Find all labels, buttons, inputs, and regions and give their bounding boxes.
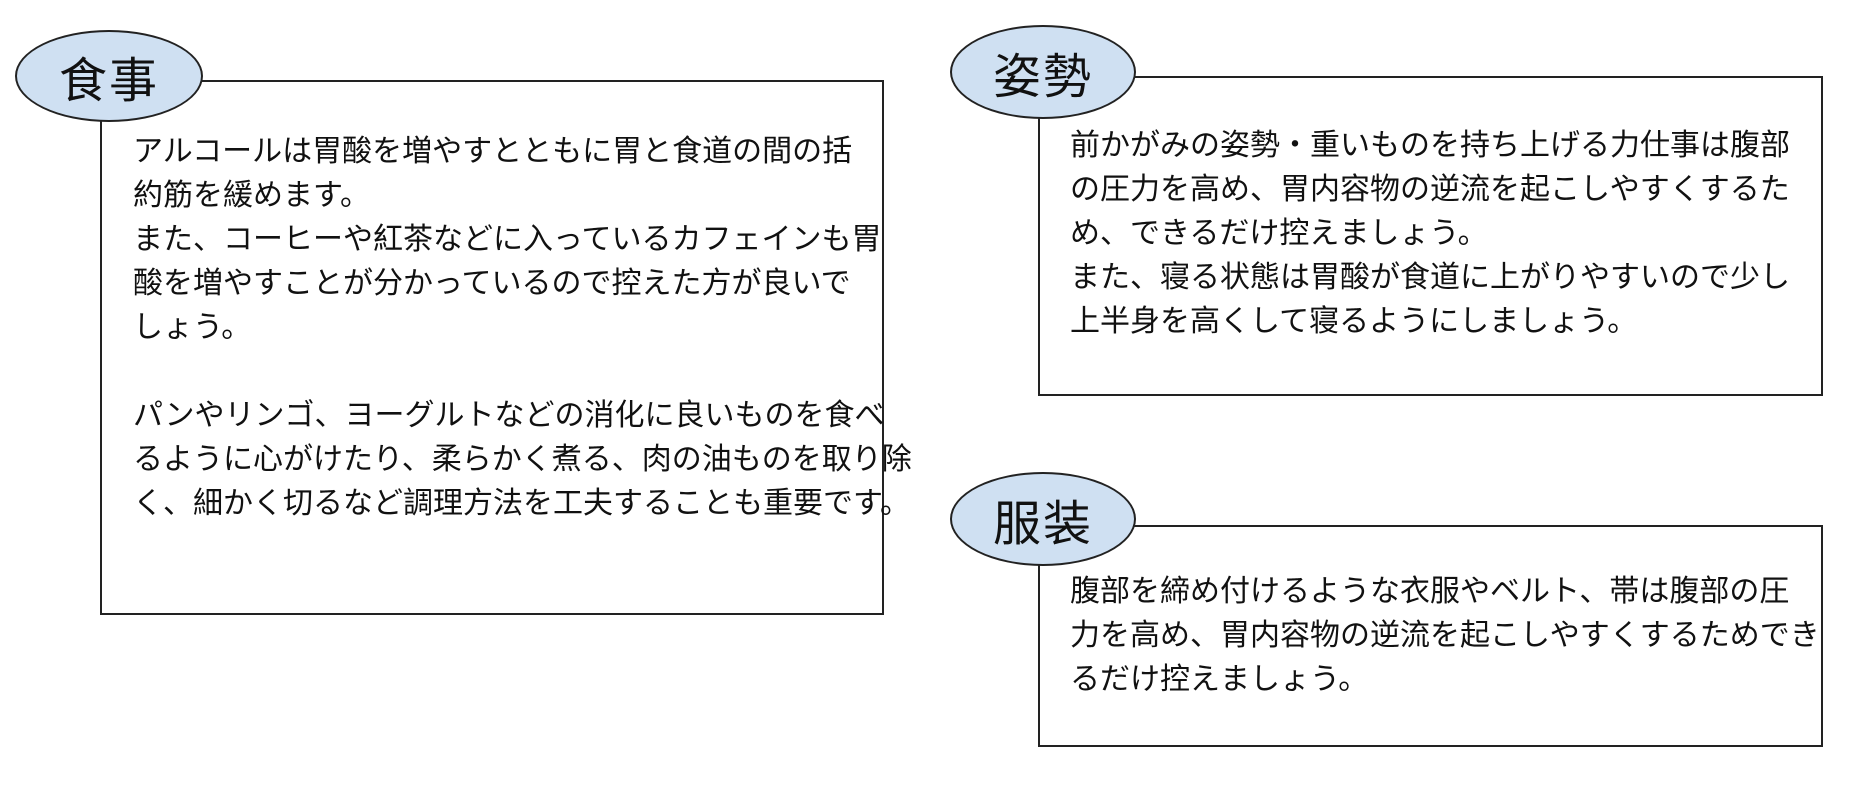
clothing-line: 力を高め、胃内容物の逆流を起こしやすくするためでき [1070,618,1820,653]
posture-line: 前かがみの姿勢・重いものを持ち上げる力仕事は腹部 [1070,128,1790,163]
clothing-title-badge: 服装 [950,472,1136,566]
clothing-box [1038,525,1823,747]
diet-body-text: アルコールは胃酸を増やすとともに胃と食道の間の括 約筋を緩めます。 また、コーヒ… [133,130,912,526]
diet-box [100,80,884,615]
posture-title-badge: 姿勢 [950,25,1136,119]
posture-box [1038,76,1823,396]
diet-line: るように心がけたり、柔らかく煮る、肉の油ものを取り除 [133,442,912,477]
clothing-title: 服装 [992,496,1093,552]
posture-box-top-border [1132,76,1821,78]
posture-line: め、できるだけ控えましょう。 [1070,216,1488,251]
diet-line: また、コーヒーや紅茶などに入っているカフェインも胃 [133,222,882,257]
diet-line: パンやリンゴ、ヨーグルトなどの消化に良いものを食べ [133,398,885,433]
diet-line: 約筋を緩めます。 [133,178,370,213]
diet-line: アルコールは胃酸を増やすとともに胃と食道の間の括 [133,134,853,169]
posture-title: 姿勢 [992,49,1093,105]
posture-line: 上半身を高くして寝るようにしましょう。 [1070,304,1638,339]
diet-box-top-border [200,80,882,82]
clothing-line: 腹部を締め付けるような衣服やベルト、帯は腹部の圧 [1070,574,1790,609]
clothing-body-text: 腹部を締め付けるような衣服やベルト、帯は腹部の圧 力を高め、胃内容物の逆流を起こ… [1070,570,1820,702]
posture-line: の圧力を高め、胃内容物の逆流を起こしやすくするた [1070,172,1790,207]
clothing-box-top-border [1132,525,1821,527]
diet-line: しょう。 [133,310,252,345]
diet-title: 食事 [58,53,159,109]
diet-line: 酸を増やすことが分かっているので控えた方が良いで [133,266,851,301]
clothing-line: るだけ控えましょう。 [1070,662,1369,697]
diet-line: く、細かく切るなど調理方法を工夫することも重要です。 [133,486,910,521]
posture-line: また、寝る状態は胃酸が食道に上がりやすいので少し [1070,260,1790,295]
posture-body-text: 前かがみの姿勢・重いものを持ち上げる力仕事は腹部 の圧力を高め、胃内容物の逆流を… [1070,124,1790,344]
paragraph-gap [133,350,912,394]
diet-title-badge: 食事 [15,30,203,122]
